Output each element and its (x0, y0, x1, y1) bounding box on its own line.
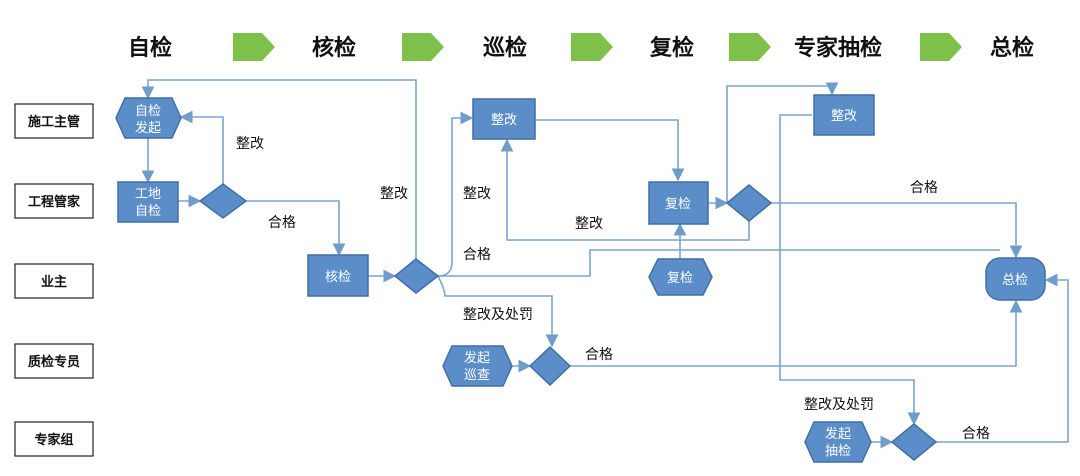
edge-label: 整改 (236, 136, 264, 152)
stage-label: 自检 (128, 35, 172, 61)
sampling-start-node (804, 421, 872, 463)
decision-diamond (198, 183, 248, 219)
edge-label: 整改 (463, 186, 491, 202)
stage-chevron-icon (920, 33, 962, 61)
node-label: 抽检 (825, 444, 851, 459)
rectify-node (472, 98, 536, 140)
flow-edge (570, 299, 1023, 367)
node-label: 发起 (825, 426, 851, 442)
role-box (14, 343, 94, 379)
self-check-start-node (115, 97, 182, 139)
edge-label: 整改及处罚 (804, 397, 874, 413)
core-check-node (307, 254, 369, 297)
decision-diamond (528, 345, 572, 387)
decision-diamond (890, 423, 938, 461)
stage-chevron-icon (402, 33, 444, 61)
flow-nodes: 自检 发起 工地 自检 核检 整改 复检 复检 整改 总检 发起 巡查 (115, 94, 1046, 463)
role-label: 工程管家 (28, 194, 81, 210)
stage-label: 核检 (312, 35, 356, 61)
edge-labels: 整改 合格 整改 整改 合格 整改 合格 整改及处罚 合格 整改及处罚 合格 (236, 136, 990, 442)
stage-chevron-icon (571, 33, 613, 61)
flow-edge (437, 275, 559, 348)
patrol-start-node (442, 345, 513, 387)
role-box (14, 421, 94, 457)
flow-edge (141, 79, 417, 259)
decision-diamond (393, 258, 440, 294)
role-label: 业主 (41, 274, 67, 290)
edge-label: 合格 (463, 247, 491, 263)
stage-label: 专家抽检 (794, 35, 882, 61)
flow-edge (500, 138, 750, 241)
flow-edge (771, 202, 1023, 259)
stage-label: 总检 (990, 35, 1034, 61)
node-label: 核检 (325, 270, 351, 285)
stage-label: 复检 (649, 35, 694, 61)
final-check-node (985, 257, 1046, 301)
flow-edge (936, 273, 1069, 443)
edge-label: 合格 (962, 426, 990, 442)
role-box (14, 103, 94, 139)
flow-edge (535, 119, 685, 182)
flow-edge (179, 110, 224, 184)
node-label: 整改 (491, 113, 517, 128)
edge-label: 整改 (380, 186, 408, 202)
node-label: 自检 (135, 104, 161, 119)
node-label: 自检 (135, 204, 161, 219)
flow-edges (141, 79, 1069, 449)
rectify-node (813, 94, 875, 136)
role-label: 质检专员 (28, 354, 80, 370)
stage-chevron-icon (233, 33, 275, 61)
role-lanes: 施工主管 工程管家 业主 质检专员 专家组 (14, 103, 94, 457)
edge-label: 整改及处罚 (463, 307, 533, 323)
stage-label: 巡检 (483, 35, 527, 61)
flow-edge (779, 114, 921, 426)
role-label: 专家组 (34, 432, 73, 448)
stage-chevron-icon (729, 33, 771, 61)
node-label: 巡查 (464, 368, 490, 383)
node-label: 发起 (464, 350, 490, 366)
node-label: 整改 (831, 109, 857, 124)
role-box (14, 263, 94, 299)
edge-label: 合格 (585, 347, 613, 363)
site-self-check-node (117, 181, 179, 223)
node-label: 总检 (1002, 273, 1028, 288)
node-label: 工地 (135, 187, 161, 202)
owner-recheck-node (648, 258, 713, 296)
role-box (14, 183, 94, 219)
flow-edge (726, 82, 839, 203)
decision-diamond (725, 184, 773, 222)
node-label: 复检 (665, 197, 691, 212)
edge-label: 整改 (575, 216, 603, 232)
flow-edge (246, 200, 346, 257)
flow-edge (438, 249, 1000, 277)
node-label: 发起 (135, 120, 161, 136)
recheck-node (648, 181, 709, 225)
edge-label: 合格 (910, 180, 938, 196)
node-label: 复检 (667, 271, 693, 286)
stage-header: 自检 核检 巡检 复检 专家抽检 总检 (128, 33, 1034, 61)
role-label: 施工主管 (28, 114, 80, 130)
edge-label: 合格 (268, 215, 296, 231)
